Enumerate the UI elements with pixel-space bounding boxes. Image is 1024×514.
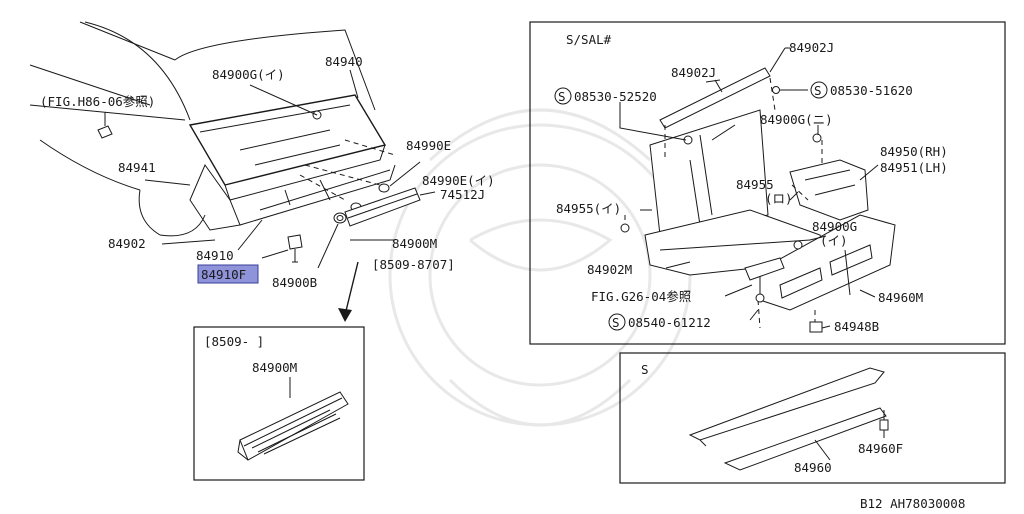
ssal-label-84955-ro-sub: (ロ)	[765, 191, 793, 206]
trim-strip-84900m	[344, 187, 436, 227]
label-74512j: 74512J	[440, 187, 485, 202]
footer-code: B12 AH78030008	[860, 496, 965, 510]
highlight-84910f	[197, 264, 259, 284]
ssal-title: S/SAL#	[566, 32, 612, 47]
label-84902: 84902	[108, 236, 146, 251]
clip-84900g-left	[249, 84, 322, 120]
ssal-label-84948b: 84948B	[834, 319, 879, 334]
leader-84902	[161, 239, 216, 245]
ssal-label-84900g-ni: 84900G(ニ)	[760, 112, 833, 127]
ssal-label-bolt-b: 08530-51620	[830, 83, 913, 98]
leader-84940	[349, 69, 359, 99]
inset-left-part: 84900M	[252, 360, 297, 375]
label-84910f[interactable]: 84910F	[201, 267, 246, 282]
s-mark-c: S	[612, 315, 620, 330]
label-range-8509-8707: [8509-8707]	[372, 257, 455, 272]
label-84910: 84910	[196, 248, 234, 263]
ssal-label-84902j-top: 84902J	[789, 40, 834, 55]
inset-left-range: [8509- ]	[204, 334, 264, 349]
leader-84910	[237, 219, 263, 251]
label-84940: 84940	[325, 54, 363, 69]
label-84941: 84941	[118, 160, 156, 175]
ssal-label-84900g-i-sub: (イ)	[820, 233, 848, 248]
label-84990e: 84990E	[406, 138, 451, 153]
inset-ssal-box: S/SAL#	[529, 21, 1006, 345]
leader-84941	[144, 179, 191, 186]
label-84990e-i: 84990E(イ)	[422, 173, 495, 188]
label-fig-h86: (FIG.H86-06参照)	[40, 94, 155, 109]
ssal-label-84950: 84950(RH)	[880, 144, 948, 159]
ssal-label-84960m: 84960M	[878, 290, 923, 305]
grommet-84900b	[317, 212, 347, 269]
s-mark-a: S	[558, 89, 566, 104]
car-trunk-drawing	[29, 21, 396, 237]
ssal-label-84951: 84951(LH)	[880, 160, 948, 175]
label-84900m: 84900M	[392, 236, 437, 251]
ssal-label-84955-ro: 84955	[736, 177, 774, 192]
s-title: S	[641, 362, 649, 377]
ssal-label-fig-g26: FIG.G26-04参照	[591, 289, 691, 304]
bolt-84910	[261, 234, 303, 263]
label-84900b: 84900B	[272, 275, 317, 290]
s-mark-b: S	[814, 83, 822, 98]
s-label-84960f: 84960F	[858, 441, 903, 456]
ssal-label-84955-i: 84955(イ)	[556, 201, 621, 216]
inset-left-box: [8509- ] 84900M	[193, 326, 365, 481]
s-label-84960: 84960	[794, 460, 832, 475]
ssal-label-84900g-i: 84900G	[812, 219, 857, 234]
ssal-label-84902m: 84902M	[587, 262, 632, 277]
inset-s-box: S 84960 84960F	[619, 352, 1006, 484]
label-84900g-i: 84900G(イ)	[212, 67, 285, 82]
circled-s-icon	[554, 81, 828, 331]
ssal-label-84902j: 84902J	[671, 65, 716, 80]
clip-fig-h86	[97, 112, 113, 139]
ssal-label-bolt-c: 08540-61212	[628, 315, 711, 330]
ssal-label-bolt-a: 08530-52520	[574, 89, 657, 104]
arrow-to-inset	[338, 261, 359, 322]
